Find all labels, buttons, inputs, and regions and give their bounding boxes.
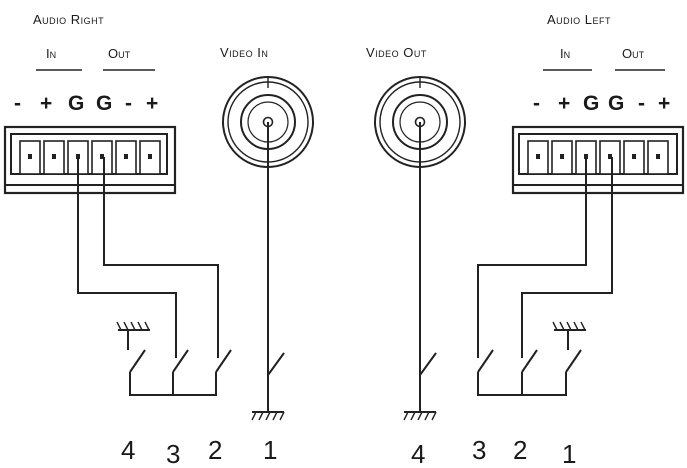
switch-numbers-right: 4 3 2 1 <box>411 435 576 468</box>
audio-right-pin-4: G <box>96 92 112 115</box>
audio-left-header: Audio Left In Out <box>543 12 665 71</box>
switch-number-left-2: 2 <box>208 435 222 465</box>
switch-number-right-3: 3 <box>472 435 486 465</box>
audio-left-terminal-block <box>511 125 685 195</box>
video-out-connector: Video Out <box>366 45 466 168</box>
video-out-title: Video Out <box>366 45 427 60</box>
audio-right-pin-6: + <box>146 92 158 115</box>
audio-left-title: Audio Left <box>547 12 611 27</box>
audio-left-in-label: In <box>560 46 570 61</box>
audio-right-header: Audio Right In Out <box>33 12 155 71</box>
audio-left-out-label: Out <box>622 46 645 61</box>
audio-right-wiring <box>77 157 232 396</box>
audio-right-terminal-block <box>3 125 177 195</box>
audio-right-pin-5: - <box>125 92 132 115</box>
switch-number-left-4: 4 <box>121 435 135 465</box>
audio-right-in-label: In <box>46 46 56 61</box>
video-in-title: Video In <box>220 45 268 60</box>
audio-right-pin-2: + <box>40 92 52 115</box>
audio-right-title: Audio Right <box>33 12 104 27</box>
audio-left-pin-6: + <box>658 92 670 115</box>
video-out-wiring <box>403 122 437 421</box>
video-in-wiring <box>251 122 285 421</box>
switch-number-right-1: 1 <box>562 439 576 468</box>
audio-left-pin-2: + <box>558 92 570 115</box>
audio-left-pin-5: - <box>638 92 645 115</box>
switch-number-right-4: 4 <box>411 439 425 468</box>
audio-left-pin-3: G <box>583 92 599 115</box>
switch-number-left-3: 3 <box>166 439 180 468</box>
video-in-connector: Video In <box>220 45 314 168</box>
audio-left-pin-4: G <box>608 92 624 115</box>
audio-right-out-label: Out <box>108 46 131 61</box>
audio-left-pin-labels: - + G G - + <box>533 92 670 115</box>
audio-right-pin-labels: - + G G - + <box>14 92 158 115</box>
switch-numbers-left: 4 3 2 1 <box>121 435 277 468</box>
audio-right-pin-1: - <box>14 92 21 115</box>
audio-right-pin-3: G <box>68 92 84 115</box>
audio-left-wiring <box>477 157 613 396</box>
switch-number-left-1: 1 <box>263 435 277 465</box>
switch-number-right-2: 2 <box>513 435 527 465</box>
audio-left-pin-1: - <box>533 92 540 115</box>
